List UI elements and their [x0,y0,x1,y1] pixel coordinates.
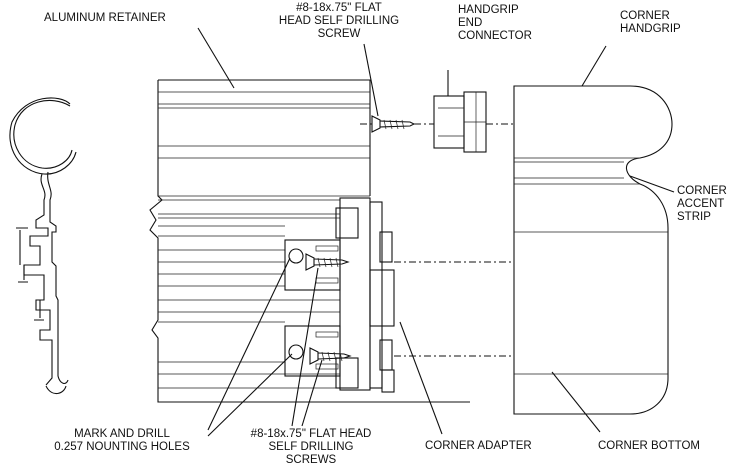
handgrip-end-connector [433,91,487,153]
label-corner-bottom: CORNER BOTTOM [598,440,701,452]
label-aluminum-retainer: ALUMINUM RETAINER [44,12,166,24]
label-connector-line1: HANDGRIP [458,4,519,16]
screw-bottom [309,347,352,365]
label-corner-adapter: CORNER ADAPTER [425,440,532,452]
label-screw-top-line3: SCREW [317,28,361,40]
aluminum-retainer-body [149,79,470,403]
mounting-hole-top [288,248,304,264]
label-handgrip-line2: HANDGRIP [620,23,681,35]
label-screw-top-line2: HEAD SELF DRILLING [278,15,400,27]
label-accent-line2: ACCENT [677,198,725,210]
mounting-hole-bottom [288,344,304,360]
label-accent-line3: STRIP [677,211,711,223]
label-screws-line3: SCREWS [285,454,337,466]
screw-top [371,115,416,133]
label-mark-and-drill: MARK AND DRILL 0.257 NOUNTING HOLES [42,428,202,454]
screw-middle [305,253,350,271]
label-connector-line2: END [458,17,483,29]
assembly-centerlines [360,123,514,357]
corner-adapter [284,197,395,393]
label-corner-accent-strip: CORNER ACCENT STRIP [677,185,727,224]
label-drill-line1: MARK AND DRILL [74,428,170,440]
label-screws-line2: SELF DRILLING [268,441,354,453]
label-drill-line2: 0.257 NOUNTING HOLES [54,441,190,453]
label-accent-line1: CORNER [677,185,727,197]
label-screws-bottom: #8-18x.75" FLAT HEAD SELF DRILLING SCREW… [226,428,396,467]
label-handgrip-end-connector: HANDGRIP END CONNECTOR [458,4,532,43]
label-corner-handgrip: CORNER HANDGRIP [620,10,681,36]
label-screws-line1: #8-18x.75" FLAT HEAD [250,428,372,440]
label-screw-top: #8-18x.75" FLAT HEAD SELF DRILLING SCREW [246,2,432,41]
corner-handgrip [513,85,673,415]
leader-lines [197,27,675,437]
retainer-profile [9,97,77,395]
label-screw-top-line1: #8-18x.75" FLAT [296,2,382,14]
label-connector-line3: CONNECTOR [458,30,532,42]
label-handgrip-line1: CORNER [620,10,670,22]
